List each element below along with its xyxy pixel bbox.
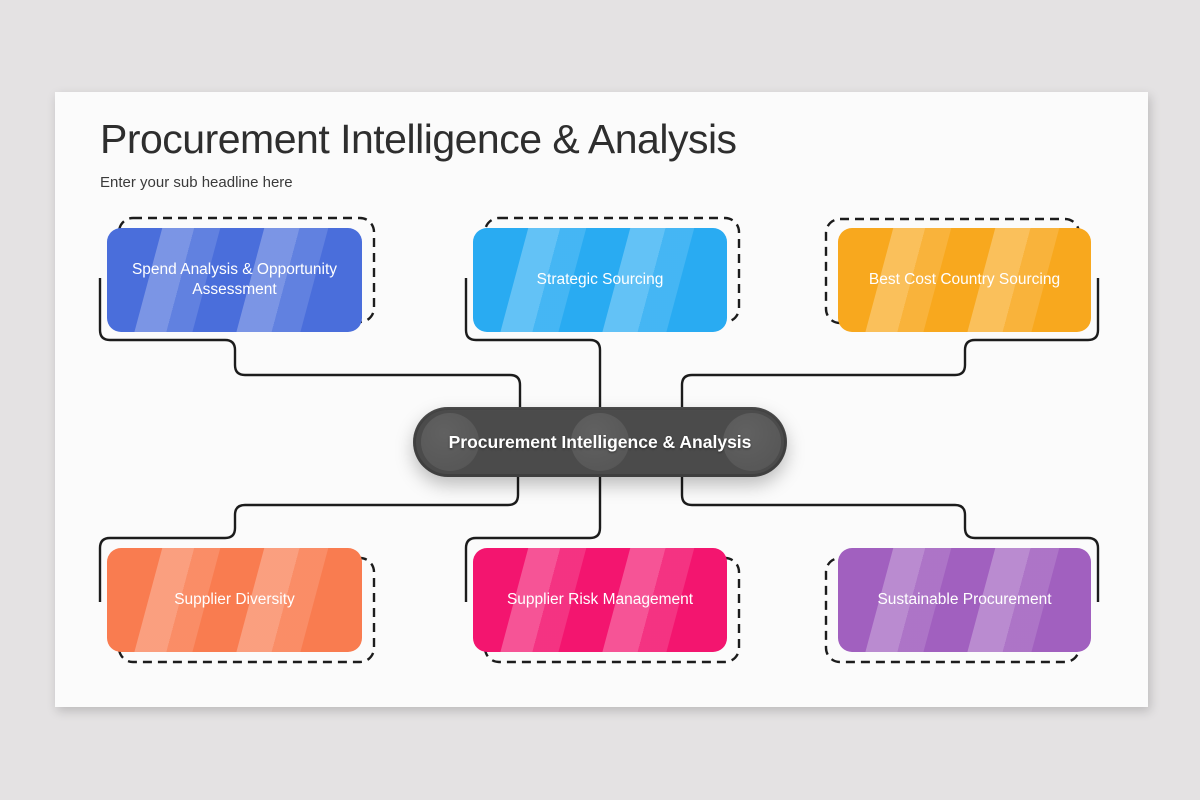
node-best-cost-country-sourcing: Best Cost Country Sourcing [838,228,1091,332]
node-strategic-sourcing: Strategic Sourcing [473,228,727,332]
node-label: Supplier Risk Management [506,590,694,608]
node-label: Spend Analysis & Opportunity Assessment [131,260,338,298]
page-subtitle: Enter your sub headline here [100,174,293,191]
node-label: Sustainable Procurement [877,590,1052,608]
center-hub-label: Procurement Intelligence & Analysis [448,431,752,452]
node-supplier-risk-management: Supplier Risk Management [473,548,727,652]
node-label: Best Cost Country Sourcing [868,270,1061,288]
node-spend-analysis: Spend Analysis & Opportunity Assessment [107,228,362,332]
center-hub: Procurement Intelligence & Analysis [413,407,787,477]
node-supplier-diversity: Supplier Diversity [107,548,362,652]
node-sustainable-procurement: Sustainable Procurement [838,548,1091,652]
node-label: Supplier Diversity [174,590,295,608]
page-title: Procurement Intelligence & Analysis [100,116,737,162]
node-label: Strategic Sourcing [536,270,664,288]
